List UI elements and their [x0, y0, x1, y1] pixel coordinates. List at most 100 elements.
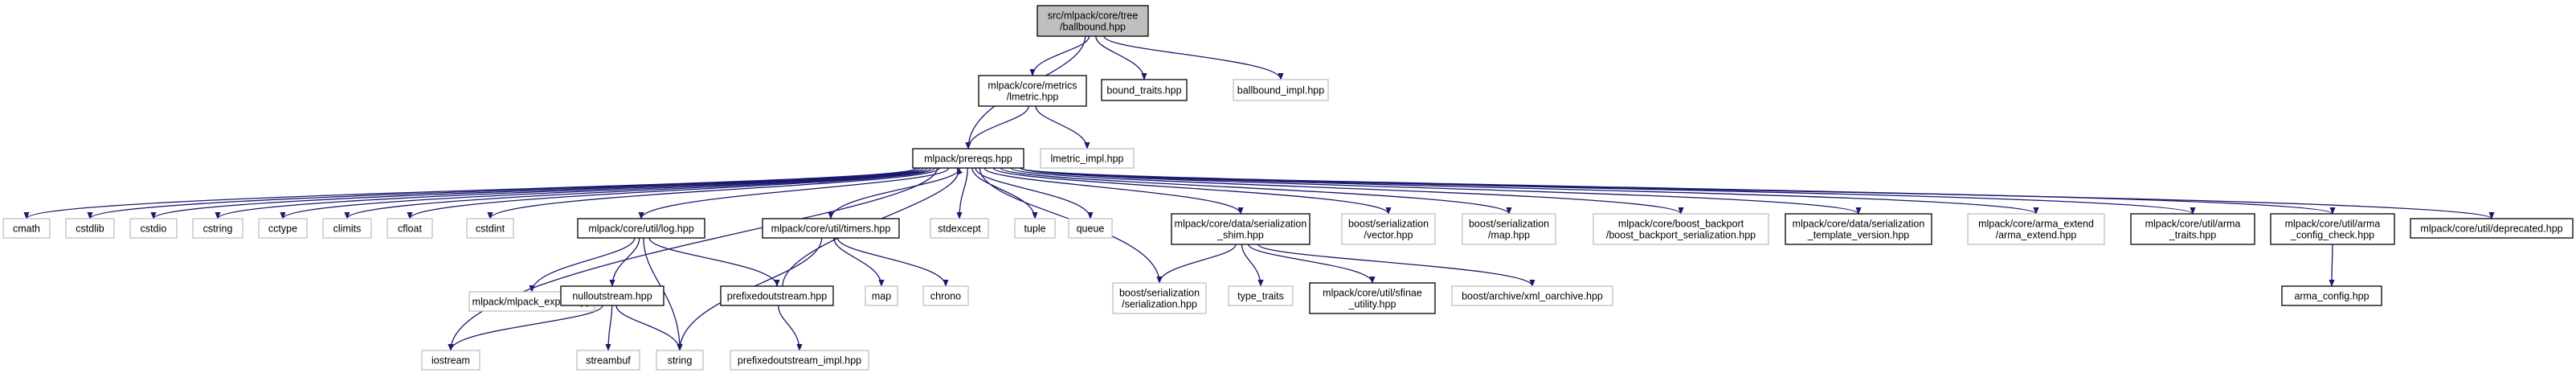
node-box	[1068, 218, 1113, 239]
node-template-version[interactable]: mlpack/core/data/serialization_template_…	[1785, 213, 1932, 245]
node-box	[2130, 213, 2255, 245]
node-label: nulloutstream.hpp	[572, 291, 652, 302]
node-layer: src/mlpack/core/tree/ballbound.hpp mlpack…	[2, 5, 2574, 371]
node-box	[1101, 79, 1188, 101]
node-label: _shim.hpp	[1216, 230, 1264, 241]
node-ballbound-impl: ballbound_impl.hpp	[1233, 79, 1329, 101]
node-deprecated[interactable]: mlpack/core/util/deprecated.hpp	[2410, 218, 2574, 239]
edge-prereqs-to-boost-vector	[992, 167, 1392, 215]
node-label: mlpack/core/arma_extend	[1978, 219, 2094, 230]
edge-timers-to-map	[833, 237, 885, 287]
edge-prereqs-to-cctype	[280, 167, 928, 219]
node-label: _traits.hpp	[2169, 230, 2216, 241]
edge-shim-to-xml-oarchive	[1257, 244, 1535, 287]
node-bound-traits[interactable]: bound_traits.hpp	[1101, 79, 1188, 101]
node-label: mlpack/prereqs.hpp	[924, 154, 1012, 165]
node-lmetric-impl: lmetric_impl.hpp	[1040, 148, 1135, 169]
node-lmetric[interactable]: mlpack/core/metrics/lmetric.hpp	[978, 75, 1087, 107]
node-label: cfloat	[398, 223, 422, 235]
node-label: boost/serialization	[1348, 219, 1429, 230]
node-label: mlpack/core/util/deprecated.hpp	[2420, 223, 2562, 235]
node-label: lmetric_impl.hpp	[1050, 154, 1123, 165]
node-label: cstring	[203, 223, 233, 235]
node-timers[interactable]: mlpack/core/util/timers.hpp	[762, 218, 900, 239]
node-box	[2281, 285, 2382, 306]
edge-prereqs-to-arma-config-check	[1020, 167, 2336, 215]
node-box	[1462, 213, 1556, 245]
node-cmath: cmath	[2, 218, 51, 239]
edge-shim-to-sfinae	[1248, 244, 1376, 284]
edge-prereqs-to-tuple	[971, 167, 1038, 219]
node-climits: climits	[322, 218, 372, 239]
node-label: _template_version.hpp	[1807, 230, 1910, 241]
node-box	[865, 285, 898, 306]
node-label: mlpack/core/data/serialization	[1793, 219, 1925, 230]
edge-shim-to-type-traits	[1241, 244, 1264, 287]
node-prereqs[interactable]: mlpack/prereqs.hpp	[912, 148, 1024, 169]
edge-prereqs-to-cfloat	[407, 167, 935, 219]
node-box	[560, 285, 664, 306]
node-arma-config-check[interactable]: mlpack/core/util/arma_config_check.hpp	[2270, 213, 2395, 245]
edge-arma-config-check-to-arma-config	[2329, 244, 2335, 287]
node-label: stdexcept	[938, 223, 981, 235]
node-map: map	[865, 285, 898, 306]
node-label: mlpack/core/metrics	[987, 80, 1077, 92]
node-stdexcept: stdexcept	[930, 218, 989, 239]
edge-prereqs-to-queue	[975, 167, 1094, 219]
node-nulloutstream[interactable]: nulloutstream.hpp	[560, 285, 664, 306]
node-label: /map.hpp	[1488, 230, 1530, 241]
node-box	[1967, 213, 2105, 245]
node-label: cmath	[13, 223, 40, 235]
edge-prereqs-to-iostream	[448, 167, 938, 351]
node-cstring: cstring	[192, 218, 243, 239]
node-box	[1040, 148, 1135, 169]
edge-prereqs-to-stdexcept	[956, 167, 968, 219]
node-label: climits	[333, 223, 362, 235]
node-box	[720, 285, 834, 306]
edge-prereqs-to-cstring	[215, 167, 924, 219]
node-label: cstdio	[141, 223, 167, 235]
node-boost-serialization: boost/serialization/serialization.hpp	[1112, 282, 1207, 314]
node-label: arma_config.hpp	[2294, 291, 2369, 302]
node-tuple: tuple	[1014, 218, 1056, 239]
node-label: mlpack/core/boost_backport	[1618, 219, 1744, 230]
node-box	[576, 350, 640, 371]
node-box	[421, 350, 480, 371]
node-queue: queue	[1068, 218, 1113, 239]
node-box	[930, 218, 989, 239]
edge-ballbound-to-ballbound-impl	[1103, 35, 1284, 80]
node-arma-traits[interactable]: mlpack/core/util/arma_traits.hpp	[2130, 213, 2255, 245]
node-label: _utility.hpp	[1348, 299, 1396, 310]
node-box	[466, 218, 514, 239]
node-box	[1309, 282, 1436, 314]
node-box	[1112, 282, 1207, 314]
node-box	[1593, 213, 1769, 245]
node-label: /arma_extend.hpp	[1996, 230, 2077, 241]
node-box	[978, 75, 1087, 107]
node-log[interactable]: mlpack/core/util/log.hpp	[577, 218, 705, 239]
node-label: cctype	[268, 223, 297, 235]
node-shim[interactable]: mlpack/core/data/serialization_shim.hpp	[1171, 213, 1310, 245]
node-sfinae[interactable]: mlpack/core/util/sfinae_utility.hpp	[1309, 282, 1436, 314]
node-label: tuple	[1024, 223, 1045, 235]
node-box	[922, 285, 969, 306]
node-label: queue	[1077, 223, 1105, 235]
edge-prereqs-to-template-version	[1020, 167, 1862, 215]
node-label: mlpack/core/util/arma	[2145, 219, 2241, 230]
node-box	[1037, 5, 1149, 37]
edge-timers-to-chrono	[836, 237, 949, 287]
node-box	[1341, 213, 1436, 245]
node-boost-backport: mlpack/core/boost_backport/boost_backpor…	[1593, 213, 1769, 245]
edge-prefixedoutstream-to-prefixedoutstream-impl	[778, 305, 803, 351]
node-boost-vector: boost/serialization/vector.hpp	[1341, 213, 1436, 245]
node-prefixedoutstream[interactable]: prefixedoutstream.hpp	[720, 285, 834, 306]
node-prefixedoutstream-impl: prefixedoutstream_impl.hpp	[730, 350, 869, 371]
node-box	[258, 218, 308, 239]
node-box	[577, 218, 705, 239]
node-label: mlpack/core/util/log.hpp	[588, 223, 693, 235]
node-label: prefixedoutstream_impl.hpp	[738, 355, 861, 367]
node-arma-config[interactable]: arma_config.hpp	[2281, 285, 2382, 306]
node-ballbound[interactable]: src/mlpack/core/tree/ballbound.hpp	[1037, 5, 1149, 37]
node-cfloat: cfloat	[386, 218, 433, 239]
edge-prereqs-to-boost-map	[1000, 167, 1512, 215]
